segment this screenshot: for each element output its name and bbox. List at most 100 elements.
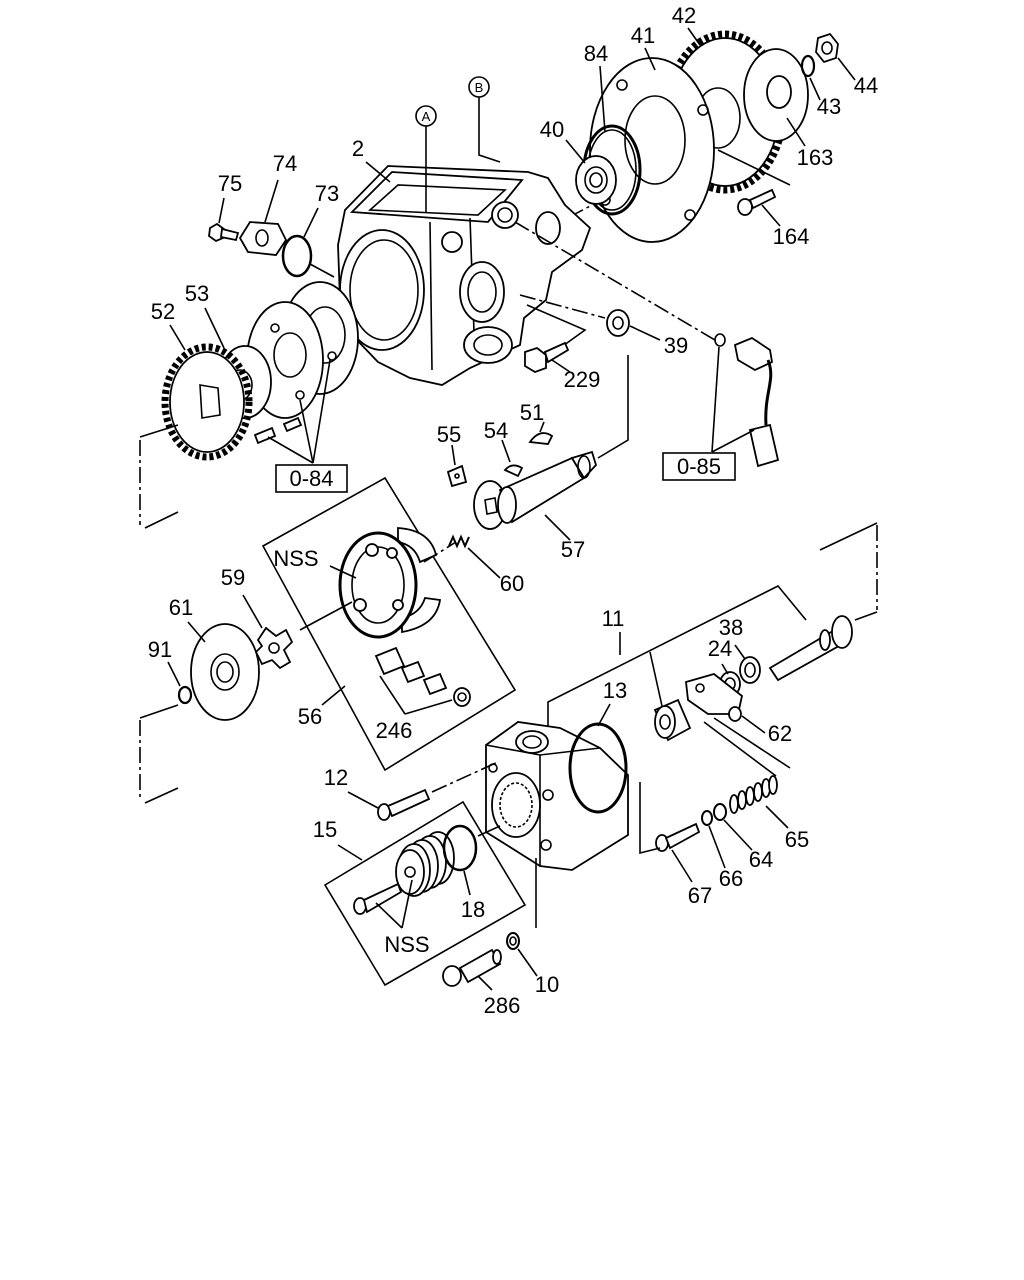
nut-39 [606, 309, 630, 337]
reference-0-85: 0-85 [677, 454, 721, 479]
gear-52-teeth [161, 343, 253, 461]
o-ring-13 [568, 722, 628, 814]
leader-51 [539, 421, 545, 433]
leader-74 [264, 179, 279, 223]
washer-10 [506, 932, 520, 950]
callout-41: 41 [631, 23, 655, 48]
washer-43 [800, 54, 816, 78]
screw-62 [728, 706, 742, 722]
callout-24: 24 [708, 636, 732, 661]
pin-246 [422, 672, 448, 696]
callout-56: 56 [298, 704, 322, 729]
leader-10 [517, 948, 538, 977]
fitting-286 [458, 948, 502, 984]
callout-38: 38 [719, 615, 743, 640]
bracket-229 [526, 304, 587, 349]
leader-246 [379, 675, 406, 715]
key-55 [446, 464, 468, 488]
callout-42: 42 [672, 3, 696, 28]
housing-boss [491, 201, 519, 229]
housing-edge [429, 221, 433, 371]
leader-38 [734, 644, 746, 660]
leader-73 [303, 207, 319, 238]
leader-67 [671, 849, 693, 883]
key-54 [503, 464, 524, 478]
callout-15: 15 [313, 817, 337, 842]
leader-44 [837, 57, 856, 81]
axis-line-18 [477, 825, 501, 837]
reference-0-84: 0-84 [289, 466, 333, 491]
leader-61 [187, 621, 206, 643]
spring-65-coil [753, 782, 763, 802]
leader-18 [463, 870, 471, 896]
leader-24 [721, 663, 729, 675]
sensor-connector [748, 423, 780, 468]
spring-65-coil [729, 794, 739, 814]
gasket-plate-hole [695, 683, 705, 693]
leader-41 [644, 47, 656, 71]
leader-57 [544, 514, 571, 541]
housing-top-face [349, 171, 524, 223]
callout-246: 246 [376, 718, 413, 743]
assembly-box-56 [261, 476, 517, 772]
flange-41-opening [624, 95, 686, 185]
disk-61-bore [216, 661, 234, 683]
seal-40 [575, 155, 617, 205]
bolt-nss-shaft [362, 882, 403, 914]
housing-side-boss [535, 211, 561, 245]
seal-40-bore [589, 172, 603, 188]
bracket-67 [639, 782, 661, 855]
callout-59: 59 [221, 565, 245, 590]
leader-56 [321, 685, 346, 706]
leader-nss [375, 902, 403, 929]
shaft-57-tip [577, 455, 591, 479]
callout-10: 10 [535, 972, 559, 997]
callout-60: 60 [500, 571, 524, 596]
axis-line-12 [431, 761, 499, 793]
flange-41-bolt-hole [697, 104, 709, 116]
axis-line-ring [423, 541, 457, 563]
callout-61: 61 [169, 595, 193, 620]
callout-65: 65 [785, 827, 809, 852]
housing-lever [441, 231, 463, 253]
leader-84 [599, 65, 606, 133]
washer-38 [739, 656, 761, 684]
leader-59 [242, 594, 263, 629]
bolt-75-shaft [220, 227, 240, 242]
leader-40 [565, 139, 586, 164]
housing-port-inner [473, 334, 503, 356]
leader-cylinder [649, 651, 663, 707]
sensor-body [733, 336, 773, 372]
callout-73: 73 [315, 181, 339, 206]
spring-65-coil [768, 775, 778, 795]
roller [353, 598, 367, 612]
leader-52 [169, 324, 186, 351]
pin-246 [400, 660, 426, 684]
leader-0-85 [711, 346, 720, 453]
leader-55 [451, 444, 456, 466]
gear-52 [169, 351, 245, 453]
leader-13 [597, 703, 611, 727]
callout-91: 91 [148, 637, 172, 662]
housing-port-inner [467, 271, 497, 313]
roller-ring-arm [397, 527, 438, 564]
nut-44-bore [821, 41, 833, 55]
plug-15 [395, 831, 455, 897]
housing-boss-hole [497, 207, 513, 223]
leader-nss [329, 565, 357, 579]
spring-65-coil [737, 790, 747, 810]
washer-38-bore [744, 662, 756, 678]
leader-66 [708, 825, 726, 869]
washer-64 [713, 803, 727, 821]
axis-line-59 [299, 601, 353, 631]
callout-52: 52 [151, 299, 175, 324]
leader-60 [467, 547, 501, 579]
flange-41-bolt-hole [616, 79, 628, 91]
washer-91 [177, 685, 193, 705]
leader-0-84 [312, 359, 331, 464]
bolt-164-shaft [748, 188, 777, 210]
callout-39: 39 [664, 333, 688, 358]
bracket-line [854, 611, 878, 621]
head-main-port-thread [499, 782, 533, 828]
callout-12: 12 [324, 765, 348, 790]
